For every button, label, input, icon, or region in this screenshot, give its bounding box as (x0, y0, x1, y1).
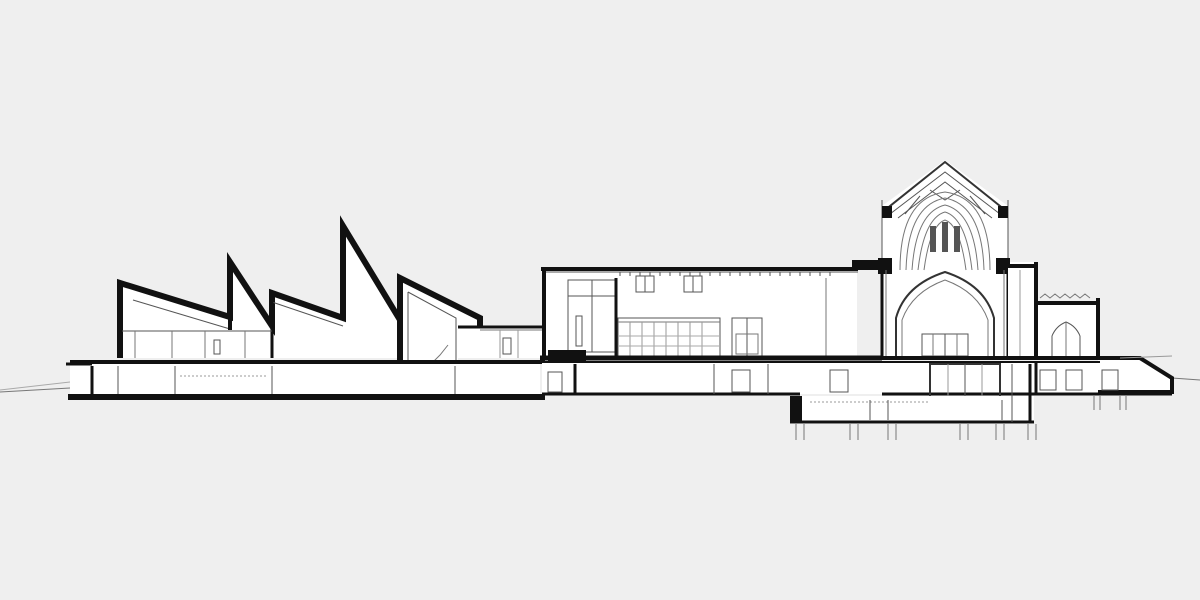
museum-hall (540, 267, 882, 362)
vault-ribs (899, 191, 991, 271)
deep-basement (790, 364, 1127, 440)
foundation-piles (795, 396, 1127, 440)
church-crypt (882, 362, 1172, 421)
museum-lower-floor (542, 362, 882, 396)
gothic-church (852, 160, 1174, 394)
lower-floor-left (68, 360, 545, 400)
gallery-panel (617, 317, 721, 357)
ground-line (0, 377, 1200, 393)
roof-dentils (619, 272, 831, 276)
church-gable (882, 160, 1008, 262)
pointed-arch (895, 270, 995, 358)
glass-link (458, 325, 542, 358)
slab-joins (66, 361, 1100, 366)
sawtooth-wing (117, 215, 403, 358)
